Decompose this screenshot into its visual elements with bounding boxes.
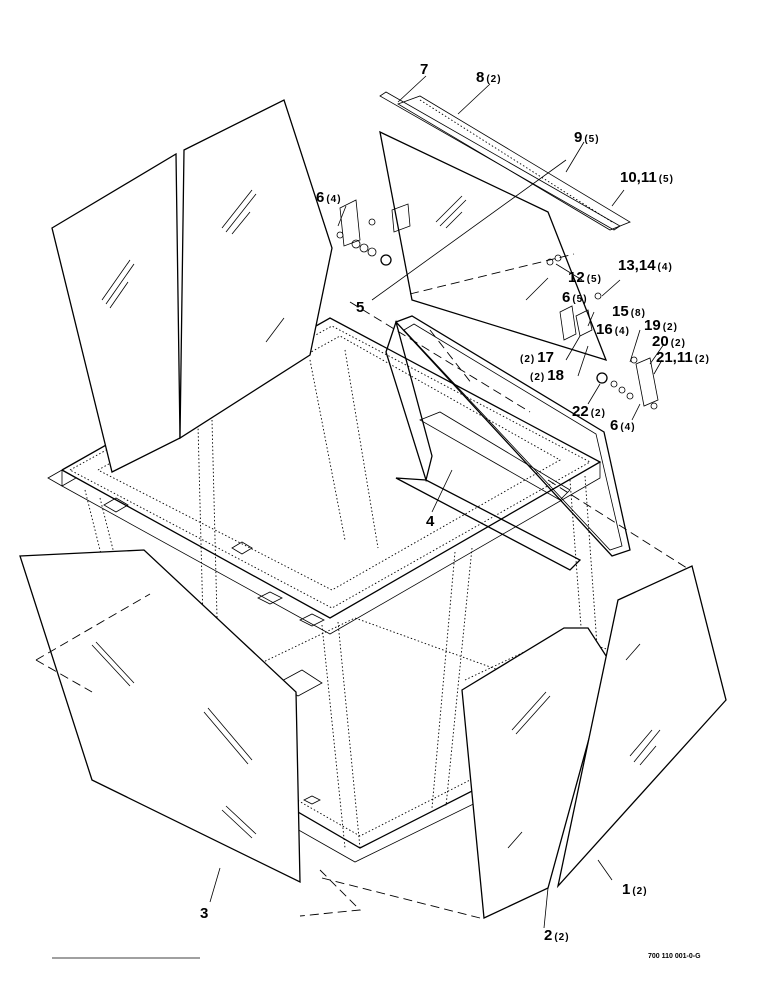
callout-3: 3: [200, 905, 208, 922]
callout-5: 5: [356, 299, 364, 316]
callout-6-left: 6(4): [316, 189, 342, 206]
rear-glass-left: [51, 152, 181, 473]
callout-2: 2(2): [544, 927, 570, 944]
roof-window-frame: [385, 315, 631, 571]
callout-10-11: 10,11(5): [620, 169, 674, 186]
callout-7: 7: [420, 61, 428, 78]
hinge-hardware-left: [336, 199, 411, 266]
callout-13-14: 13,14(4): [618, 257, 673, 274]
callout-9: 9(5): [574, 129, 600, 146]
callout-16: 16(4): [596, 321, 630, 338]
callout-labels: 7 8(2) 9(5) 10,11(5) 6(4) 12(5) 13,14(4)…: [200, 61, 710, 960]
callout-4: 4: [426, 513, 435, 530]
rear-glass-right: [179, 99, 333, 440]
drawing-code: 700 110 001-0-G: [648, 953, 701, 960]
callout-19: 19(2): [644, 317, 678, 334]
callout-15: 15(8): [612, 303, 646, 320]
hinge-hardware-right: [546, 254, 659, 410]
front-glass-left: [19, 549, 301, 884]
seal-strips: [379, 91, 631, 231]
callout-17: (2)17: [520, 349, 554, 366]
callout-12: 12(5): [568, 269, 602, 286]
callout-18: (2)18: [530, 367, 564, 384]
callout-21-11: 21,11(2): [656, 349, 710, 366]
roof-hatch-glass: [379, 130, 608, 362]
callout-1: 1(2): [622, 881, 648, 898]
assembly-lines: [35, 253, 691, 919]
callout-22: 22(2): [572, 403, 606, 420]
leader-lines: [209, 75, 665, 929]
callout-8: 8(2): [476, 69, 502, 86]
callout-6-mid: 6(5): [562, 289, 588, 306]
side-glass-right: [556, 565, 727, 889]
callout-6-right: 6(4): [610, 417, 636, 434]
callout-20: 20(2): [652, 333, 686, 350]
